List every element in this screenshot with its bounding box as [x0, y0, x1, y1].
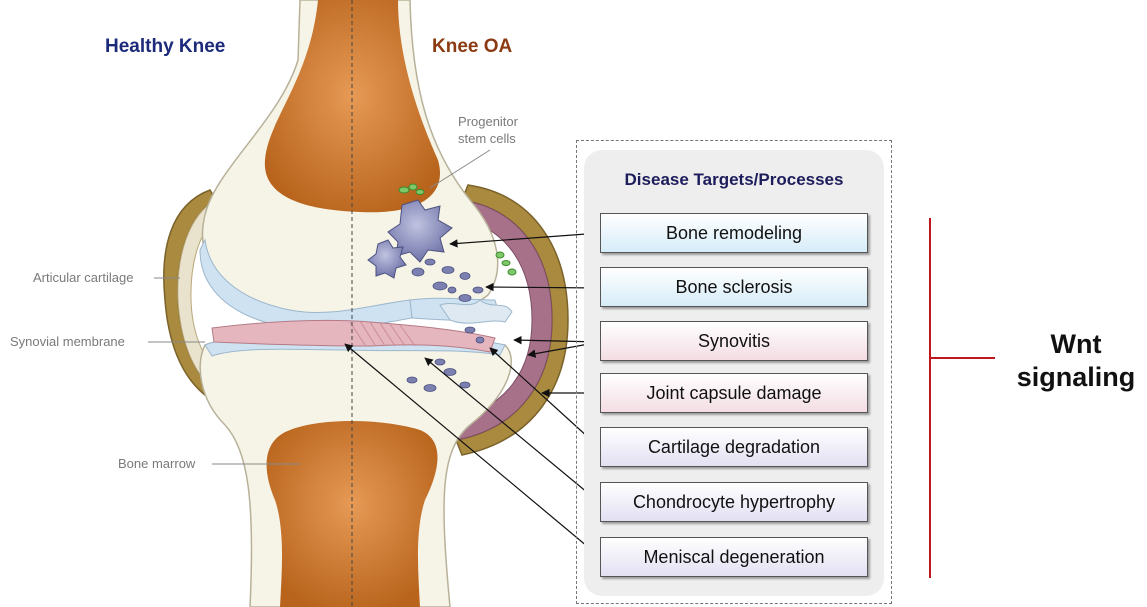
- knee-oa-title: Knee OA: [432, 36, 512, 58]
- target-meniscal-degeneration: Meniscal degeneration: [600, 537, 868, 577]
- target-bone-remodeling: Bone remodeling: [600, 213, 868, 253]
- target-cartilage-degradation: Cartilage degradation: [600, 427, 868, 467]
- panel-title: Disease Targets/Processes: [584, 170, 884, 190]
- wnt-line1: Wnt: [1005, 328, 1147, 361]
- target-chondrocyte-hypertrophy: Chondrocyte hypertrophy: [600, 482, 868, 522]
- progenitor-label-line1: Progenitor: [458, 114, 518, 129]
- wnt-line2: signaling: [1005, 361, 1147, 394]
- bone-marrow-label: Bone marrow: [118, 456, 195, 471]
- healthy-knee-title: Healthy Knee: [105, 36, 225, 58]
- synovial-membrane-label: Synovial membrane: [10, 334, 125, 349]
- progenitor-label-line2: stem cells: [458, 131, 516, 146]
- target-synovitis: Synovitis: [600, 321, 868, 361]
- target-joint-capsule-damage: Joint capsule damage: [600, 373, 868, 413]
- target-bone-sclerosis: Bone sclerosis: [600, 267, 868, 307]
- articular-cartilage-label: Articular cartilage: [33, 270, 133, 285]
- wnt-signaling-label: Wnt signaling: [1005, 328, 1147, 394]
